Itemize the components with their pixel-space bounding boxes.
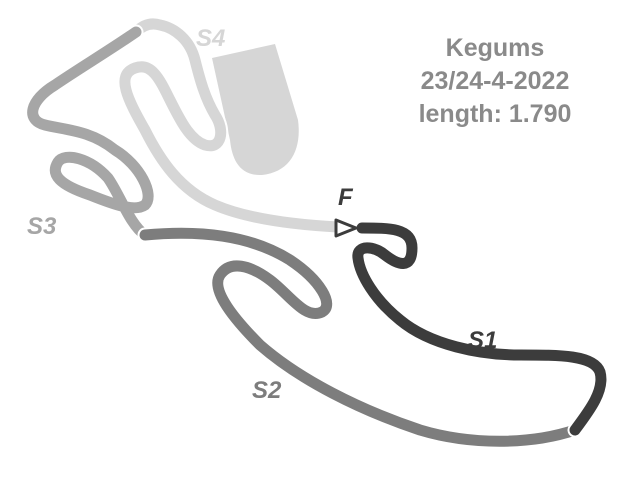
sector-label-s2: S2: [252, 377, 282, 404]
s4-paddock-area: [212, 44, 299, 176]
track-name: Kegums: [445, 34, 545, 62]
finish-line-marker: [334, 218, 358, 238]
sector-label-s1: S1: [468, 327, 497, 354]
track-length: length: 1.790: [418, 100, 572, 128]
event-info: Kegums 23/24-4-2022 length: 1.790: [400, 32, 590, 131]
finish-label: F: [338, 184, 354, 211]
sector-label-s3: S3: [27, 213, 57, 240]
event-date: 23/24-4-2022: [420, 67, 570, 95]
sector-label-s4: S4: [196, 25, 225, 52]
